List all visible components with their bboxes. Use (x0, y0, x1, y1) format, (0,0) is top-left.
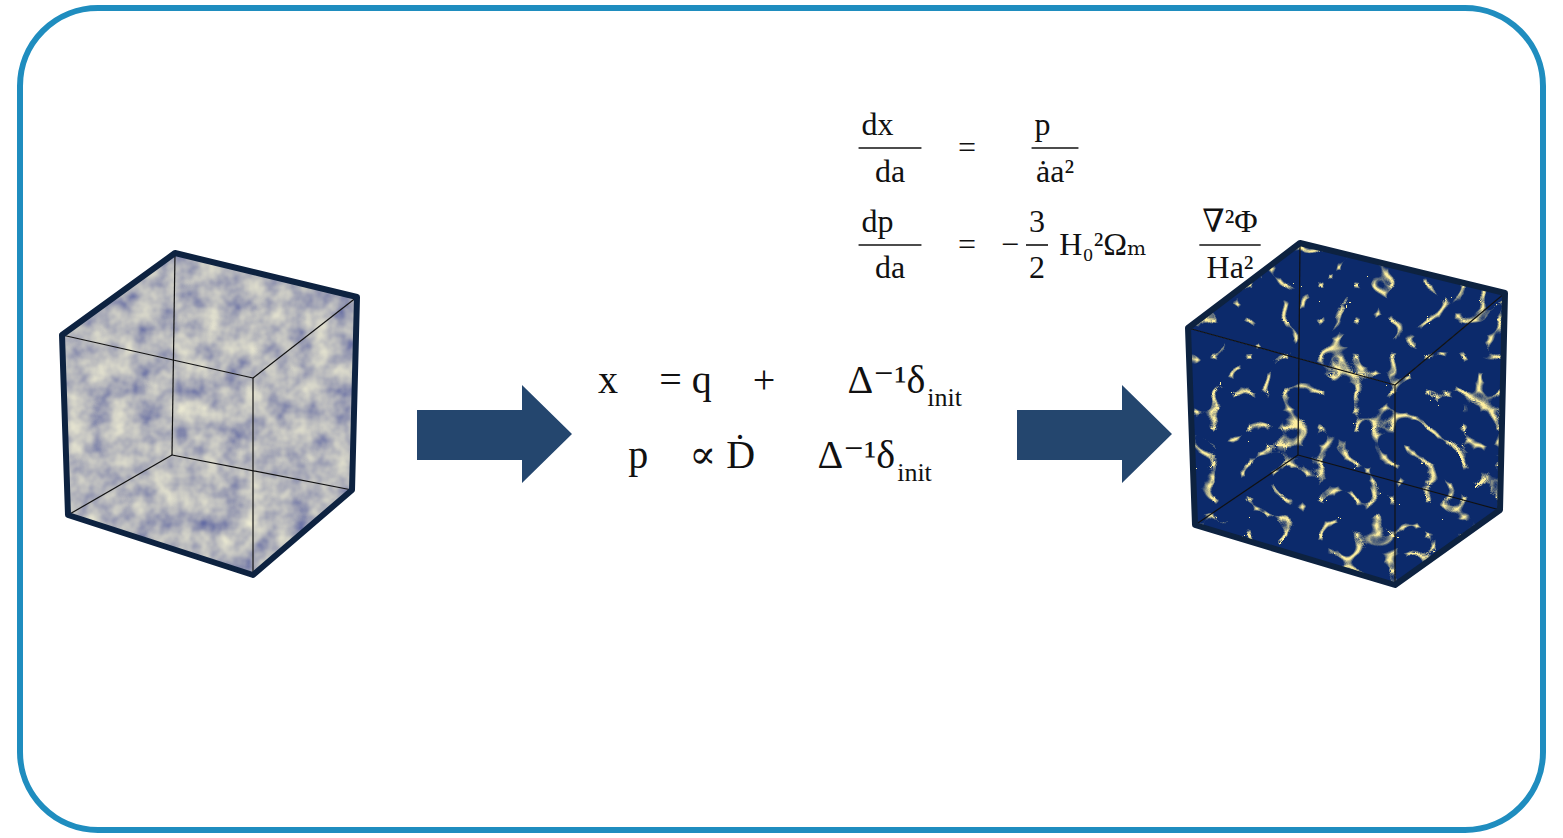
fraction-bar (1032, 147, 1079, 149)
math-term: ∇²Φ (1202, 204, 1257, 239)
math-term: dx⃗ (862, 107, 919, 142)
fraction-bar (1199, 244, 1260, 246)
block-arrow (417, 385, 572, 483)
math-operator: − (1001, 227, 1019, 262)
evolved-cube (1188, 243, 1505, 585)
block-arrow (1017, 385, 1172, 483)
math-term: da (875, 154, 905, 189)
math-term: 2 (1029, 250, 1045, 285)
math-term: ȧa² (1036, 154, 1074, 189)
math-term: 3 (1029, 204, 1045, 239)
math-operator: = (958, 130, 976, 165)
subscript: init (897, 459, 932, 488)
fraction-bar (859, 147, 922, 149)
subscript: init (927, 384, 962, 413)
math-term: da (875, 250, 905, 285)
math-operator: = (958, 227, 976, 262)
math-term: H₀²Ωₘ (1059, 227, 1146, 262)
math-term: dp⃗ (862, 204, 919, 239)
initial-cube (62, 253, 357, 575)
equation: x⃗ = q⃗ + ∇⃗Δ⁻¹δ (598, 358, 925, 402)
math-term: Ha² (1207, 250, 1254, 285)
frame (20, 8, 1543, 830)
fraction-bar (1026, 244, 1048, 246)
equation: p⃗ ∝ Ḋ∇⃗Δ⁻¹δ (628, 433, 895, 477)
fraction-bar (859, 244, 922, 246)
math-term: p⃗ (1035, 107, 1076, 142)
